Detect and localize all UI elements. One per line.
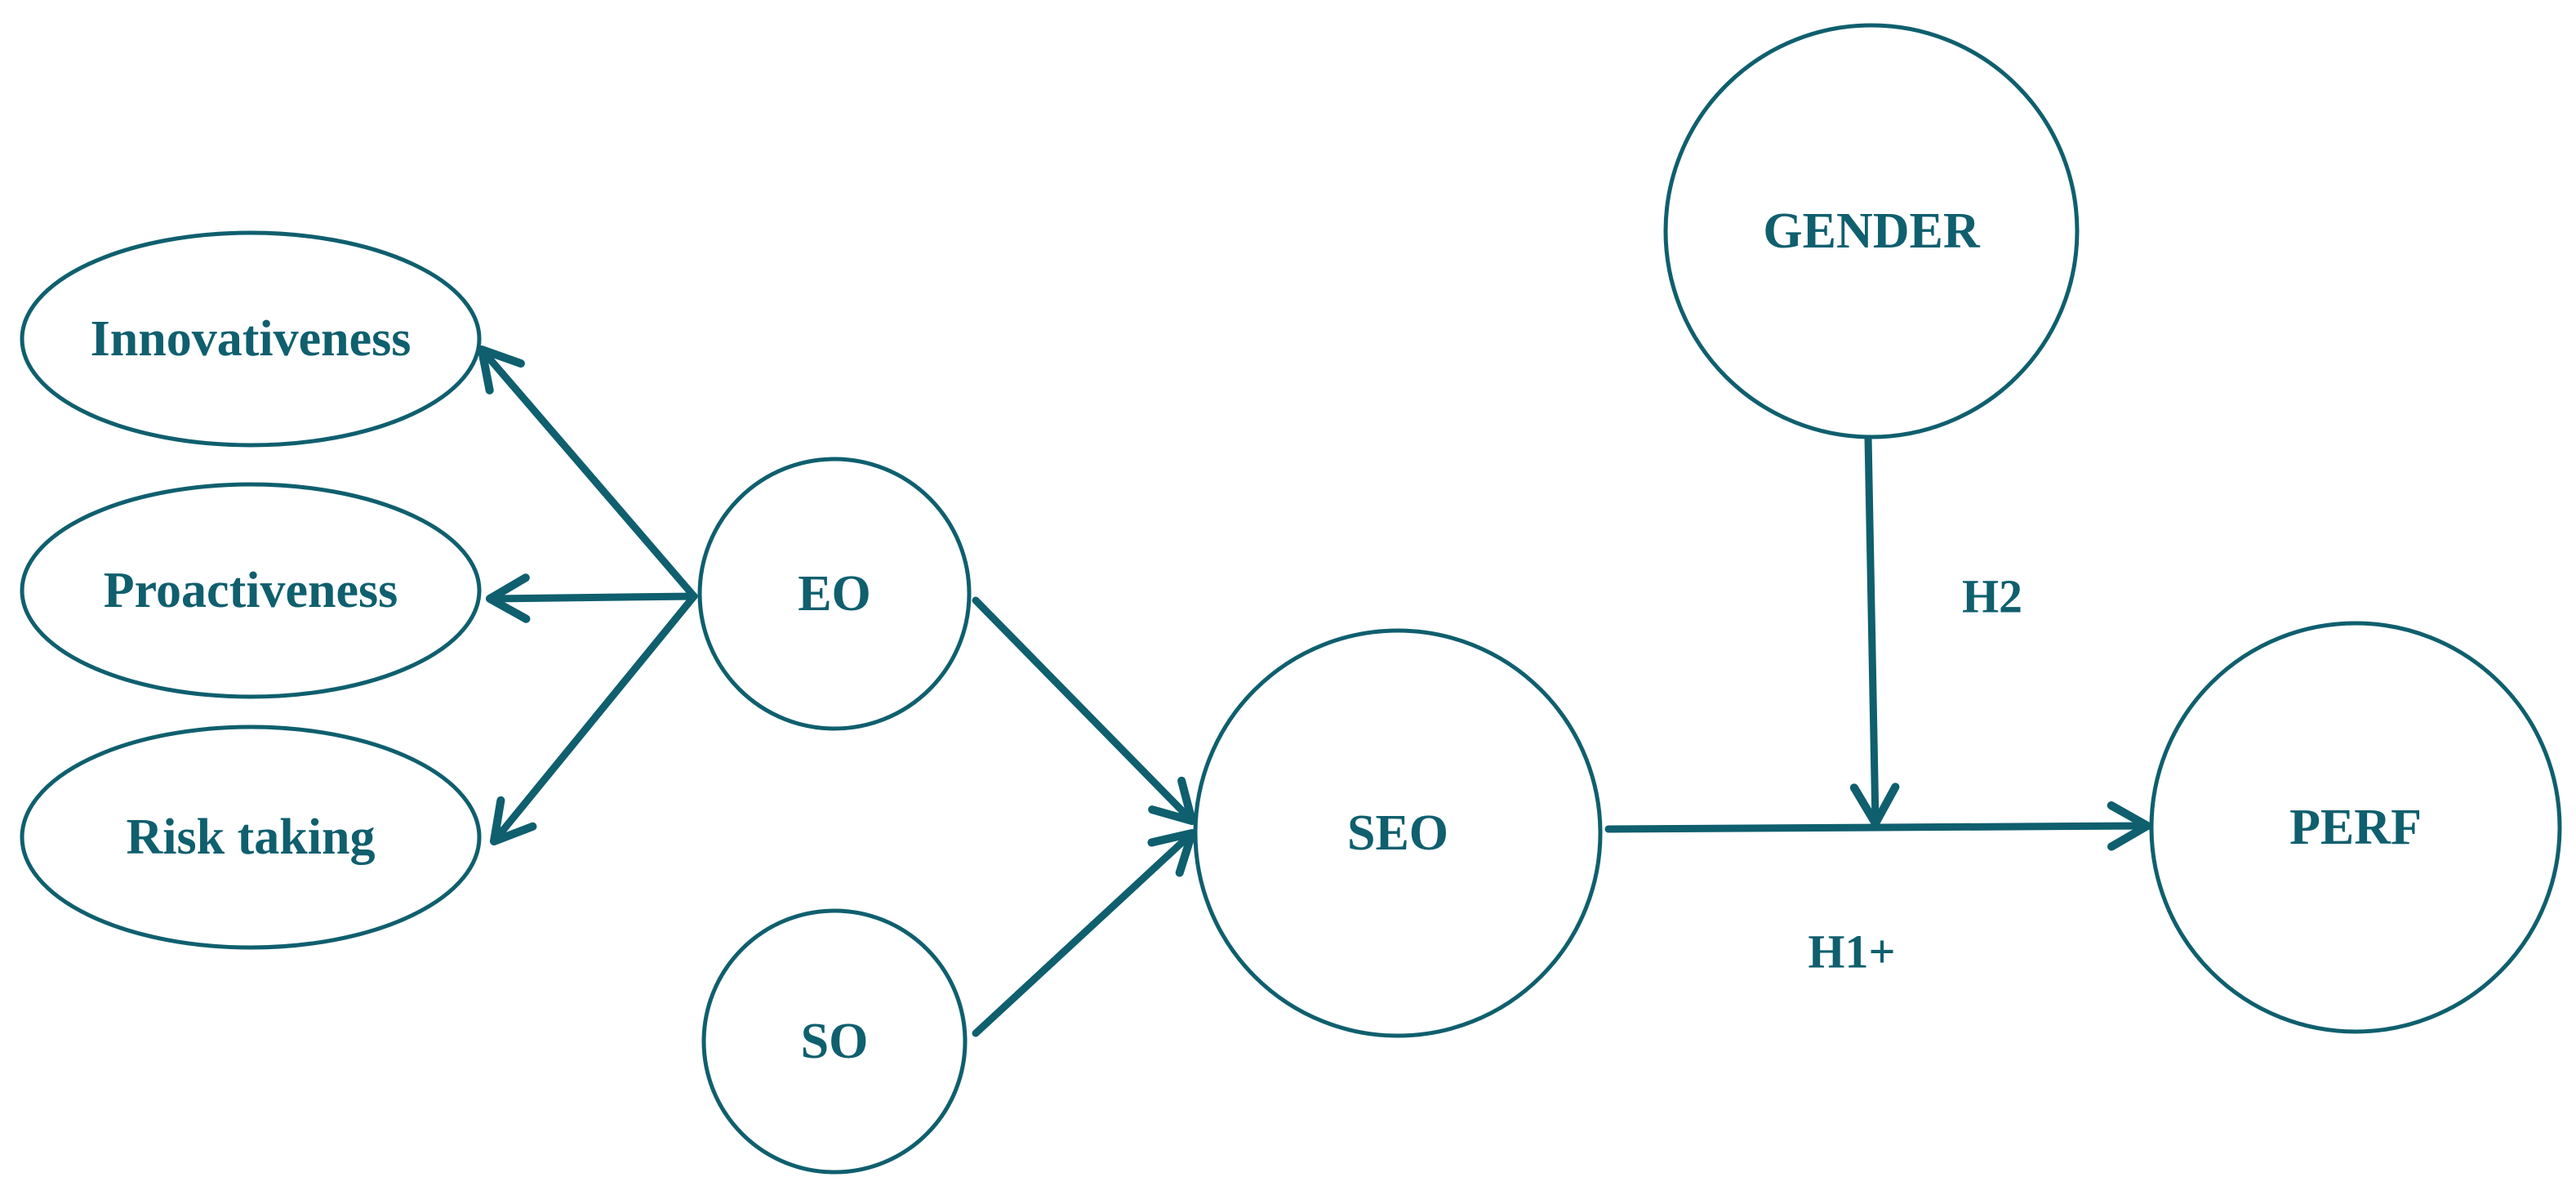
edge-seo-perf: [1604, 801, 2152, 851]
node-eo-label: EO: [798, 566, 871, 622]
node-so-label: SO: [801, 1014, 869, 1069]
node-innovativeness-label: Innovativeness: [91, 311, 412, 367]
edge-label-h2: H2: [1962, 570, 2022, 623]
node-risk-taking-label: Risk taking: [127, 809, 376, 865]
edge-label-h1: H1+: [1808, 925, 1895, 979]
edge-so-seo: [972, 828, 1197, 1037]
node-eo: EO: [697, 457, 972, 731]
node-perf: PERF: [2149, 621, 2562, 1034]
node-perf-label: PERF: [2289, 800, 2422, 855]
edge-eo-innovativeness: [477, 345, 698, 600]
node-so: SO: [701, 908, 968, 1175]
node-risk-taking: Risk taking: [20, 725, 482, 950]
node-seo-label: SEO: [1347, 805, 1448, 861]
edges: [477, 345, 2152, 1037]
node-seo: SEO: [1193, 628, 1603, 1038]
edge-eo-proactiveness: [485, 573, 698, 623]
node-innovativeness: Innovativeness: [20, 230, 482, 448]
edge-eo-risk-taking: [489, 592, 698, 846]
edge-eo-seo: [972, 596, 1197, 826]
node-gender: GENDER: [1663, 23, 2080, 439]
node-proactiveness-label: Proactiveness: [104, 563, 398, 618]
node-gender-label: GENDER: [1763, 203, 1980, 259]
node-proactiveness: Proactiveness: [20, 482, 482, 699]
edge-gender-moderation: [1849, 433, 1900, 828]
